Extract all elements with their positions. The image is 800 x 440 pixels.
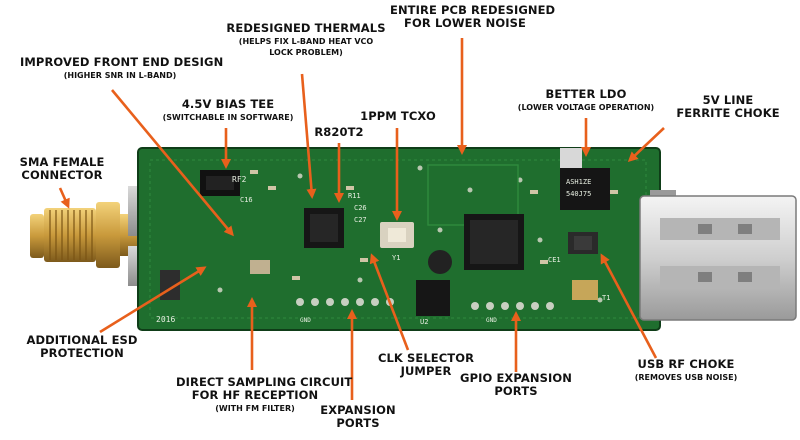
silk-y1: Y1 bbox=[392, 254, 400, 262]
label-gpio-ports: GPIO EXPANSION PORTS bbox=[458, 371, 574, 399]
label-redesigned-thermals-sub2: LOCK PROBLEM) bbox=[269, 48, 343, 58]
label-sma-line1: SMA FEMALE bbox=[19, 155, 105, 169]
label-better-ldo: BETTER LDO (LOWER VOLTAGE OPERATION) bbox=[506, 87, 666, 113]
silk-year: 2016 bbox=[156, 315, 175, 324]
label-clk-selector: CLK SELECTOR JUMPER bbox=[376, 351, 476, 379]
silk-t1: T1 bbox=[602, 294, 610, 302]
chip-r820t2 bbox=[304, 208, 344, 248]
label-usb-rf-choke-sub: (REMOVES USB NOISE) bbox=[634, 373, 738, 383]
label-direct-sampling: DIRECT SAMPLING CIRCUIT FOR HF RECEPTION… bbox=[176, 375, 353, 414]
label-entire-pcb-line1: ENTIRE PCB REDESIGNED bbox=[390, 3, 556, 17]
label-redesigned-thermals-sub1: (HELPS FIX L-BAND HEAT VCO bbox=[238, 37, 374, 47]
label-expansion-line2: PORTS bbox=[336, 416, 380, 431]
label-clk-line1: CLK SELECTOR bbox=[377, 351, 475, 365]
label-expansion-line1: EXPANSION bbox=[320, 403, 396, 417]
silk-gnd-2: GND bbox=[486, 317, 497, 324]
label-improved-front-end: IMPROVED FRONT END DESIGN (HIGHER SNR IN… bbox=[20, 55, 224, 81]
label-esd: ADDITIONAL ESD PROTECTION bbox=[22, 333, 142, 361]
chip-rtl2832u bbox=[464, 214, 524, 270]
silk-u2: U2 bbox=[420, 318, 428, 326]
chip-u2 bbox=[416, 280, 450, 316]
silk-ce1: CE1 bbox=[548, 256, 561, 264]
callout-arrows bbox=[58, 38, 665, 400]
silkscreen: RF2 C16 R11 C26 C27 Y1 CE1 T1 U2 2016 GN… bbox=[156, 175, 610, 326]
label-gpio-line1: GPIO EXPANSION bbox=[460, 371, 572, 385]
label-esd-line1: ADDITIONAL ESD bbox=[26, 333, 138, 347]
label-direct-sampling-line1: DIRECT SAMPLING CIRCUIT bbox=[176, 375, 353, 389]
capacitor-ce1 bbox=[568, 232, 598, 254]
silk-c27: C27 bbox=[354, 216, 367, 224]
label-ferrite-choke: 5V LINE FERRITE CHOKE bbox=[672, 93, 784, 121]
usb-plug bbox=[639, 190, 797, 321]
arrow-thermals bbox=[300, 73, 317, 199]
arrow-usb-choke bbox=[600, 253, 658, 359]
label-ferrite-line2: FERRITE CHOKE bbox=[676, 106, 780, 121]
label-better-ldo-sub: (LOWER VOLTAGE OPERATION) bbox=[517, 103, 655, 113]
silk-ldo-1: ASH1ZE bbox=[566, 178, 591, 186]
silk-rf2: RF2 bbox=[232, 175, 247, 184]
silk-c16: C16 bbox=[240, 196, 253, 204]
silk-r11: R11 bbox=[348, 192, 361, 200]
label-better-ldo-title: BETTER LDO bbox=[545, 87, 627, 101]
label-bias-tee-sub: (SWITCHABLE IN SOFTWARE) bbox=[162, 113, 294, 123]
label-gpio-line2: PORTS bbox=[494, 384, 538, 399]
label-entire-pcb-line2: FOR LOWER NOISE bbox=[404, 16, 526, 31]
silk-gnd-1: GND bbox=[300, 317, 311, 324]
label-redesigned-thermals-title: REDESIGNED THERMALS bbox=[226, 21, 386, 35]
label-r820t2-title: R820T2 bbox=[314, 125, 364, 139]
arrow-front-end bbox=[111, 89, 234, 237]
transformer-t1 bbox=[572, 280, 598, 300]
label-clk-line2: JUMPER bbox=[400, 364, 452, 379]
chip-tcxo bbox=[380, 222, 414, 248]
label-usb-rf-choke-title: USB RF CHOKE bbox=[637, 357, 735, 371]
chip-bias-tee bbox=[200, 170, 240, 196]
label-tcxo-title: 1PPM TCXO bbox=[360, 109, 436, 123]
arrow-clk bbox=[369, 253, 410, 351]
label-entire-pcb: ENTIRE PCB REDESIGNED FOR LOWER NOISE bbox=[390, 3, 556, 31]
label-tcxo: 1PPM TCXO bbox=[360, 109, 436, 123]
label-sma-line2: CONNECTOR bbox=[21, 168, 103, 183]
label-sma: SMA FEMALE CONNECTOR bbox=[12, 155, 112, 183]
label-direct-sampling-line2: FOR HF RECEPTION bbox=[191, 388, 319, 403]
label-esd-line2: PROTECTION bbox=[40, 346, 124, 361]
label-improved-front-end-sub: (HIGHER SNR IN L-BAND) bbox=[63, 71, 177, 81]
arrow-ferrite bbox=[627, 127, 665, 163]
label-direct-sampling-sub: (WITH FM FILTER) bbox=[215, 404, 295, 414]
label-redesigned-thermals: REDESIGNED THERMALS (HELPS FIX L-BAND HE… bbox=[218, 21, 394, 58]
arrow-sma bbox=[58, 187, 70, 209]
chip-ldo bbox=[560, 148, 610, 210]
label-bias-tee-title: 4.5V BIAS TEE bbox=[181, 97, 275, 111]
sma-connector bbox=[30, 202, 142, 268]
inductor bbox=[428, 250, 452, 274]
header-expansion bbox=[296, 298, 394, 306]
label-improved-front-end-title: IMPROVED FRONT END DESIGN bbox=[20, 55, 224, 69]
header-gpio bbox=[471, 302, 554, 310]
arrow-esd bbox=[99, 266, 207, 334]
label-ferrite-line1: 5V LINE bbox=[702, 93, 754, 107]
label-expansion-ports: EXPANSION PORTS bbox=[318, 403, 398, 431]
label-usb-rf-choke: USB RF CHOKE (REMOVES USB NOISE) bbox=[618, 357, 754, 383]
label-bias-tee: 4.5V BIAS TEE (SWITCHABLE IN SOFTWARE) bbox=[150, 97, 306, 123]
silk-ldo-2: 540J75 bbox=[566, 190, 591, 198]
label-r820t2: R820T2 bbox=[306, 125, 372, 139]
silk-c26: C26 bbox=[354, 204, 367, 212]
